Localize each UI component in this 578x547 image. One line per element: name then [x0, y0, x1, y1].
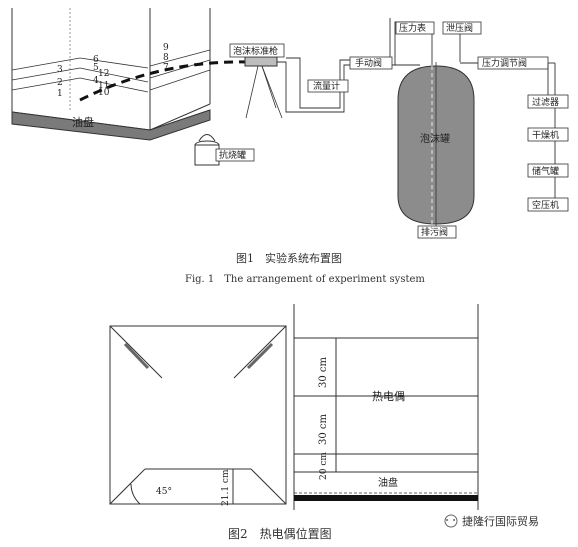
watermark: 捷隆行国际贸易	[444, 514, 539, 528]
thermocouple-numbers-right: 7 8 9 10 11 12	[98, 43, 169, 98]
thermocouple-numbers-left: 1 2 3 4 5 6	[57, 55, 99, 99]
filter-label: 过滤器	[532, 96, 559, 108]
thermocouple-label: 热电偶	[372, 390, 405, 403]
tc-number: 3	[57, 65, 63, 75]
tc-number: 12	[98, 69, 109, 79]
flow-meter-label: 流量计	[313, 80, 340, 92]
relief-valve-label: 泄压阀	[446, 22, 473, 34]
burn-tank	[194, 134, 220, 166]
oil-pan-bar	[294, 495, 478, 501]
drain-valve-label: 排污阀	[421, 226, 448, 238]
manual-valve-label: 手动阀	[355, 57, 382, 69]
foam-tank	[397, 62, 475, 230]
pressure-gauge-box	[395, 21, 435, 35]
pressure-regulator-label: 压力调节阀	[482, 57, 527, 69]
drain-valve-box	[417, 225, 457, 239]
figure1-caption-cn: 图1 实验系统布置图	[236, 251, 342, 265]
dryer-label: 干燥机	[532, 129, 559, 141]
oil-pan-shape	[11, 109, 211, 141]
tc-number: 9	[163, 43, 169, 53]
watermark-text: 捷隆行国际贸易	[462, 514, 539, 528]
figure2-caption-cn: 图2 热电偶位置图	[228, 526, 332, 541]
spacing-middle-label: 30 cm	[318, 413, 329, 445]
manual-valve-box	[349, 56, 393, 70]
oil-pan-label-fig2: 油盘	[378, 476, 398, 489]
foam-gun-label: 泡沫标准枪	[233, 45, 278, 57]
foam-gun-box	[229, 43, 285, 58]
foam-tank-label: 泡沫罐	[420, 132, 450, 145]
relief-valve-box	[442, 21, 482, 35]
plan-view	[109, 325, 287, 505]
pressure-gauge-label: 压力表	[399, 22, 426, 34]
flow-meter-box	[307, 79, 349, 93]
tc-number: 5	[93, 63, 99, 73]
gas-tank-label: 储气罐	[532, 165, 559, 177]
tc-number: 7	[163, 63, 169, 73]
gas-tank-box	[527, 163, 569, 178]
tc-number: 6	[93, 55, 99, 65]
tc-number: 1	[57, 89, 63, 99]
tc-number: 11	[98, 81, 109, 91]
figure1: 油盘 1 2 3 4 5 6 7 8 9 10 11 12 泡沫标准枪	[11, 8, 569, 285]
dryer-box	[527, 127, 569, 142]
tc-number: 8	[163, 53, 169, 63]
burn-tank-label: 抗烧罐	[219, 149, 246, 161]
angle-label: 45°	[156, 487, 172, 497]
elevation-view	[293, 304, 479, 510]
filter-box	[527, 94, 569, 109]
figure1-caption-en: Fig. 1 The arrangement of experiment sys…	[185, 274, 425, 285]
tc-number: 4	[93, 76, 99, 86]
spacing-bottom-label: 20 cm	[319, 452, 329, 480]
foam-gun	[244, 56, 283, 119]
tc-number: 10	[98, 88, 110, 98]
figure2: 45° 21.1 cm 30 cm 30 cm 20 cm 热电偶 油盘 图2 …	[109, 304, 479, 541]
burn-tank-box	[215, 148, 255, 162]
wechat-icon	[444, 514, 458, 528]
spacing-top-label: 30 cm	[318, 356, 329, 388]
compressor-label: 空压机	[532, 199, 559, 211]
foam-trajectory	[79, 60, 251, 102]
dimension-label: 21.1 cm	[221, 469, 231, 506]
oil-pan-label: 油盘	[72, 115, 94, 129]
tc-number: 2	[57, 78, 63, 88]
compressor-box	[527, 197, 569, 212]
